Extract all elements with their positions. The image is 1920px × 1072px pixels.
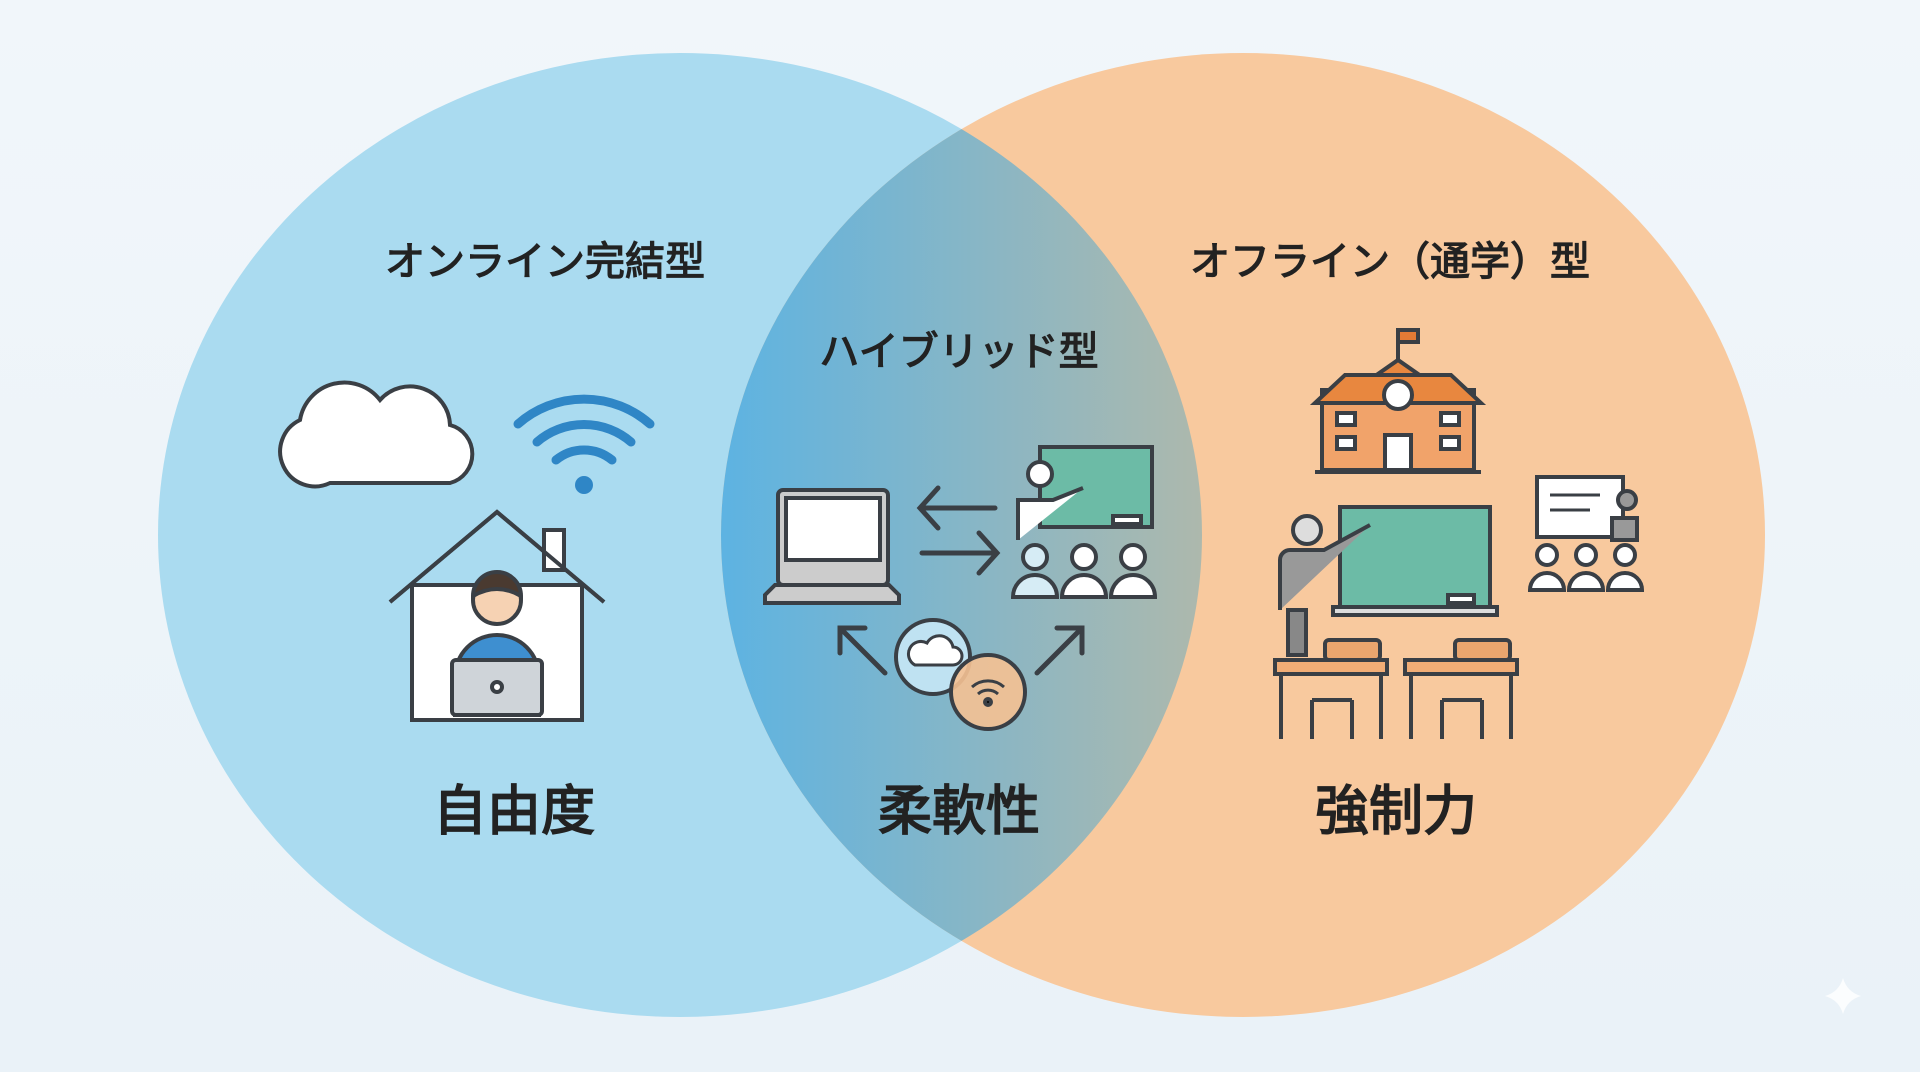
teacher-blackboard-icon xyxy=(1278,505,1499,657)
arrows-icon xyxy=(837,485,1085,676)
desks-icon xyxy=(1273,638,1519,739)
online-keyword: 自由度 xyxy=(433,779,595,843)
hybrid-keyword: 柔軟性 xyxy=(878,779,1040,843)
cloud-icon xyxy=(278,380,475,489)
presentation-icon xyxy=(1527,475,1645,592)
school-building-icon xyxy=(1309,328,1487,474)
wifi-icon xyxy=(513,394,655,494)
cloud-wifi-badge-icon xyxy=(894,618,1027,731)
hybrid-intersection xyxy=(721,53,1202,1017)
sparkle-icon xyxy=(1825,978,1861,1014)
laptop-icon xyxy=(763,488,901,605)
home-study-icon xyxy=(388,509,606,722)
offline-title: オフライン（通学）型 xyxy=(1190,239,1590,285)
offline-keyword: 強制力 xyxy=(1315,779,1477,843)
online-title: オンライン完結型 xyxy=(385,239,705,285)
classroom-icon xyxy=(1010,445,1158,599)
hybrid-title: ハイブリッド型 xyxy=(819,329,1099,375)
